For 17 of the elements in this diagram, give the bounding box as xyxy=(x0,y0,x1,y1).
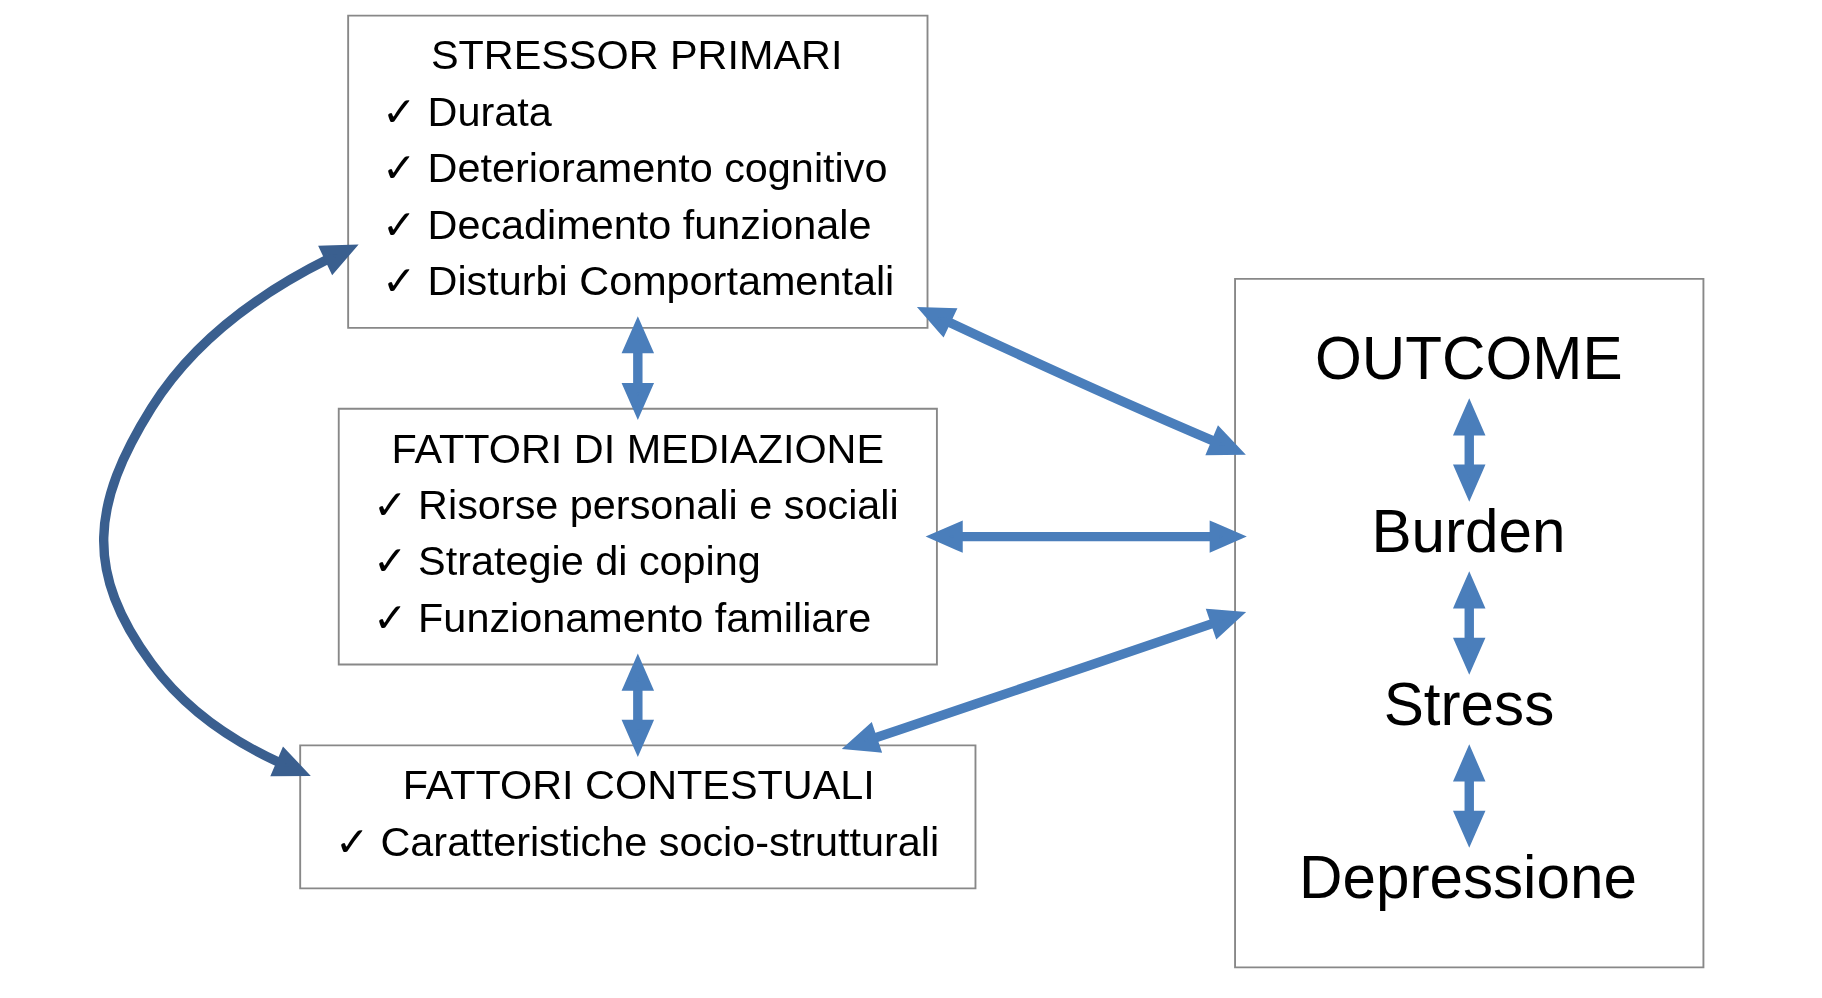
arrow xyxy=(1452,744,1486,848)
node-text: Depressione xyxy=(1299,843,1637,911)
arrow xyxy=(1452,398,1486,502)
arrow xyxy=(621,316,655,421)
cluster xyxy=(1234,278,1705,969)
node-text: Stress xyxy=(1383,670,1555,738)
node-box: FATTORI CONTESTUALI ✓ Caratteristiche socio-strutturali xyxy=(299,744,977,890)
node-box: FATTORI DI MEDIAZIONE ✓ Risorse personali e sociali ✓ Strategie di coping ✓ Funzionamento familiare xyxy=(337,407,938,666)
arrow xyxy=(916,307,1246,456)
arrow xyxy=(841,608,1247,753)
arrow xyxy=(925,520,1247,553)
node-box: STRESSOR PRIMARI ✓ Durata ✓ Deterioramento cognitivo ✓ Decadimento funzionale ✓ Disturbi Comportamentali xyxy=(347,14,929,329)
arrow xyxy=(621,653,655,757)
arrow xyxy=(99,244,359,777)
arrow xyxy=(1452,571,1486,675)
node-text: OUTCOME xyxy=(1315,324,1623,392)
node-text: Burden xyxy=(1371,497,1566,565)
